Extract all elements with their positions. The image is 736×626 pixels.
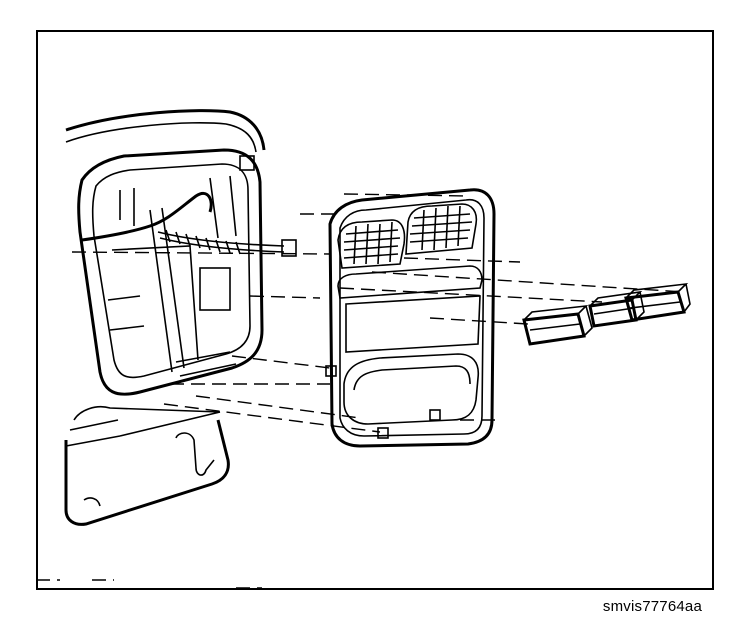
control-slot [337,265,483,299]
storage-opening [343,353,480,425]
air-vent-left [337,219,406,269]
radio-trim-bezel [328,188,496,448]
switch-module-3 [624,282,691,322]
figure-caption: smvis77764aa [602,598,702,615]
switch-module-1 [522,304,593,346]
alignment-lines [36,193,685,589]
illustration-frame [36,30,714,590]
instrument-panel-opening [64,109,297,526]
radio-opening [345,295,481,353]
bezel-clips [325,365,441,439]
air-vent-right [405,203,478,255]
